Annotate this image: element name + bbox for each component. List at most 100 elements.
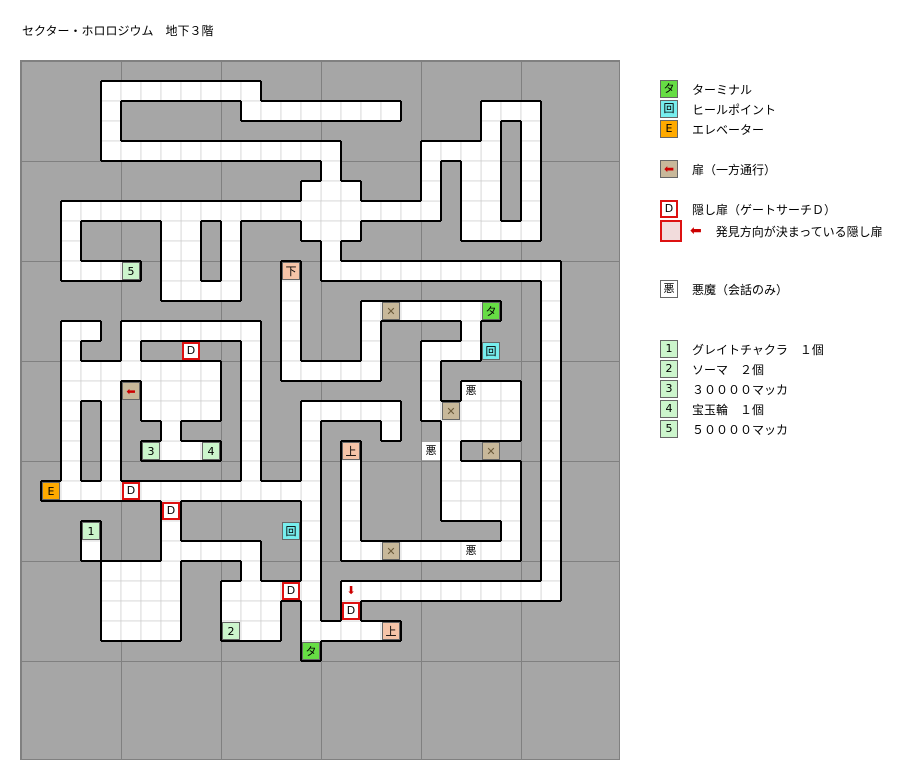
floor-cell — [340, 220, 362, 242]
demon-marker: 悪 — [462, 382, 480, 400]
floor-cell — [380, 420, 402, 442]
floor-cell — [440, 500, 462, 522]
floor-cell — [300, 600, 322, 622]
floor-cell — [140, 400, 162, 422]
item-number-3: 3 — [660, 380, 678, 398]
floor-cell — [300, 480, 322, 502]
floor-cell — [140, 480, 162, 502]
legend-item-1-label: グレイトチャクラ １個 — [692, 342, 824, 357]
floor-cell — [420, 200, 442, 222]
floor-cell — [220, 540, 242, 562]
floor-cell — [200, 480, 222, 502]
floor-cell — [100, 260, 122, 282]
floor-cell — [220, 280, 242, 302]
floor-cell — [120, 340, 142, 362]
item-1-marker: 1 — [82, 522, 100, 540]
floor-cell — [340, 500, 362, 522]
floor-cell — [220, 240, 242, 262]
legend-item-4-label: 宝玉輪 １個 — [692, 402, 765, 417]
floor-cell — [160, 600, 182, 622]
floor-cell — [440, 480, 462, 502]
floor-cell — [160, 280, 182, 302]
item-number-5: 5 — [660, 420, 678, 438]
floor-cell — [260, 620, 282, 642]
terminal-icon: タ — [660, 80, 678, 98]
floor-cell — [520, 180, 542, 202]
floor-cell — [540, 300, 562, 322]
floor-cell — [320, 100, 342, 122]
elevator-icon: E — [660, 120, 678, 138]
floor-cell — [160, 560, 182, 582]
legend-elevator: E エレベーター — [660, 120, 764, 138]
floor-cell — [200, 400, 222, 422]
floor-cell — [540, 380, 562, 402]
hidden-direction-icon — [660, 220, 682, 242]
floor-cell — [140, 580, 162, 602]
floor-cell — [520, 120, 542, 142]
floor-cell — [280, 100, 302, 122]
floor-cell — [180, 360, 202, 382]
floor-cell — [440, 300, 462, 322]
floor-cell — [100, 580, 122, 602]
up-marker: 上 — [342, 442, 360, 460]
floor-cell — [160, 80, 182, 102]
floor-cell — [140, 320, 162, 342]
legend-hidden: D 隠し扉（ゲートサーチＤ） — [660, 200, 836, 218]
floor-cell — [440, 440, 462, 462]
floor-cell — [400, 200, 422, 222]
floor-cell — [480, 580, 502, 602]
floor-cell — [300, 460, 322, 482]
floor-cell — [500, 520, 522, 542]
floor-cell — [540, 400, 562, 422]
floor-cell — [120, 600, 142, 622]
floor-cell — [500, 380, 522, 402]
demon-icon: 悪 — [660, 280, 678, 298]
floor-cell — [160, 380, 182, 402]
floor-cell — [540, 460, 562, 482]
floor-cell — [120, 80, 142, 102]
floor-cell — [540, 540, 562, 562]
floor-cell — [140, 80, 162, 102]
floor-cell — [100, 120, 122, 142]
floor-cell — [140, 380, 162, 402]
floor-cell — [160, 580, 182, 602]
legend-heal: 回 ヒールポイント — [660, 100, 776, 118]
floor-cell — [200, 380, 222, 402]
floor-cell — [260, 600, 282, 622]
floor-cell — [460, 180, 482, 202]
floor-cell — [180, 320, 202, 342]
floor-cell — [300, 560, 322, 582]
floor-cell — [60, 220, 82, 242]
floor-cell — [220, 600, 242, 622]
floor-cell — [160, 420, 182, 442]
floor-cell — [260, 580, 282, 602]
floor-cell — [320, 220, 342, 242]
floor-cell — [480, 160, 502, 182]
floor-cell — [540, 520, 562, 542]
floor-cell — [240, 540, 262, 562]
floor-cell — [440, 340, 462, 362]
floor-cell — [420, 340, 442, 362]
floor-cell — [320, 140, 342, 162]
floor-cell — [320, 360, 342, 382]
floor-cell — [100, 140, 122, 162]
demon-marker: 悪 — [422, 442, 440, 460]
floor-cell — [400, 580, 422, 602]
floor-cell — [220, 200, 242, 222]
floor-cell — [460, 460, 482, 482]
floor-cell — [220, 80, 242, 102]
floor-cell — [400, 260, 422, 282]
floor-cell — [300, 220, 322, 242]
floor-cell — [480, 540, 502, 562]
floor-cell — [360, 360, 382, 382]
legend-heal-label: ヒールポイント — [692, 102, 777, 117]
floor-cell — [220, 140, 242, 162]
floor-cell — [240, 480, 262, 502]
floor-cell — [140, 360, 162, 382]
floor-cell — [160, 540, 182, 562]
floor-cell — [400, 300, 422, 322]
floor-cell — [300, 540, 322, 562]
floor-cell — [160, 200, 182, 222]
floor-cell — [80, 480, 102, 502]
floor-cell — [160, 440, 182, 462]
